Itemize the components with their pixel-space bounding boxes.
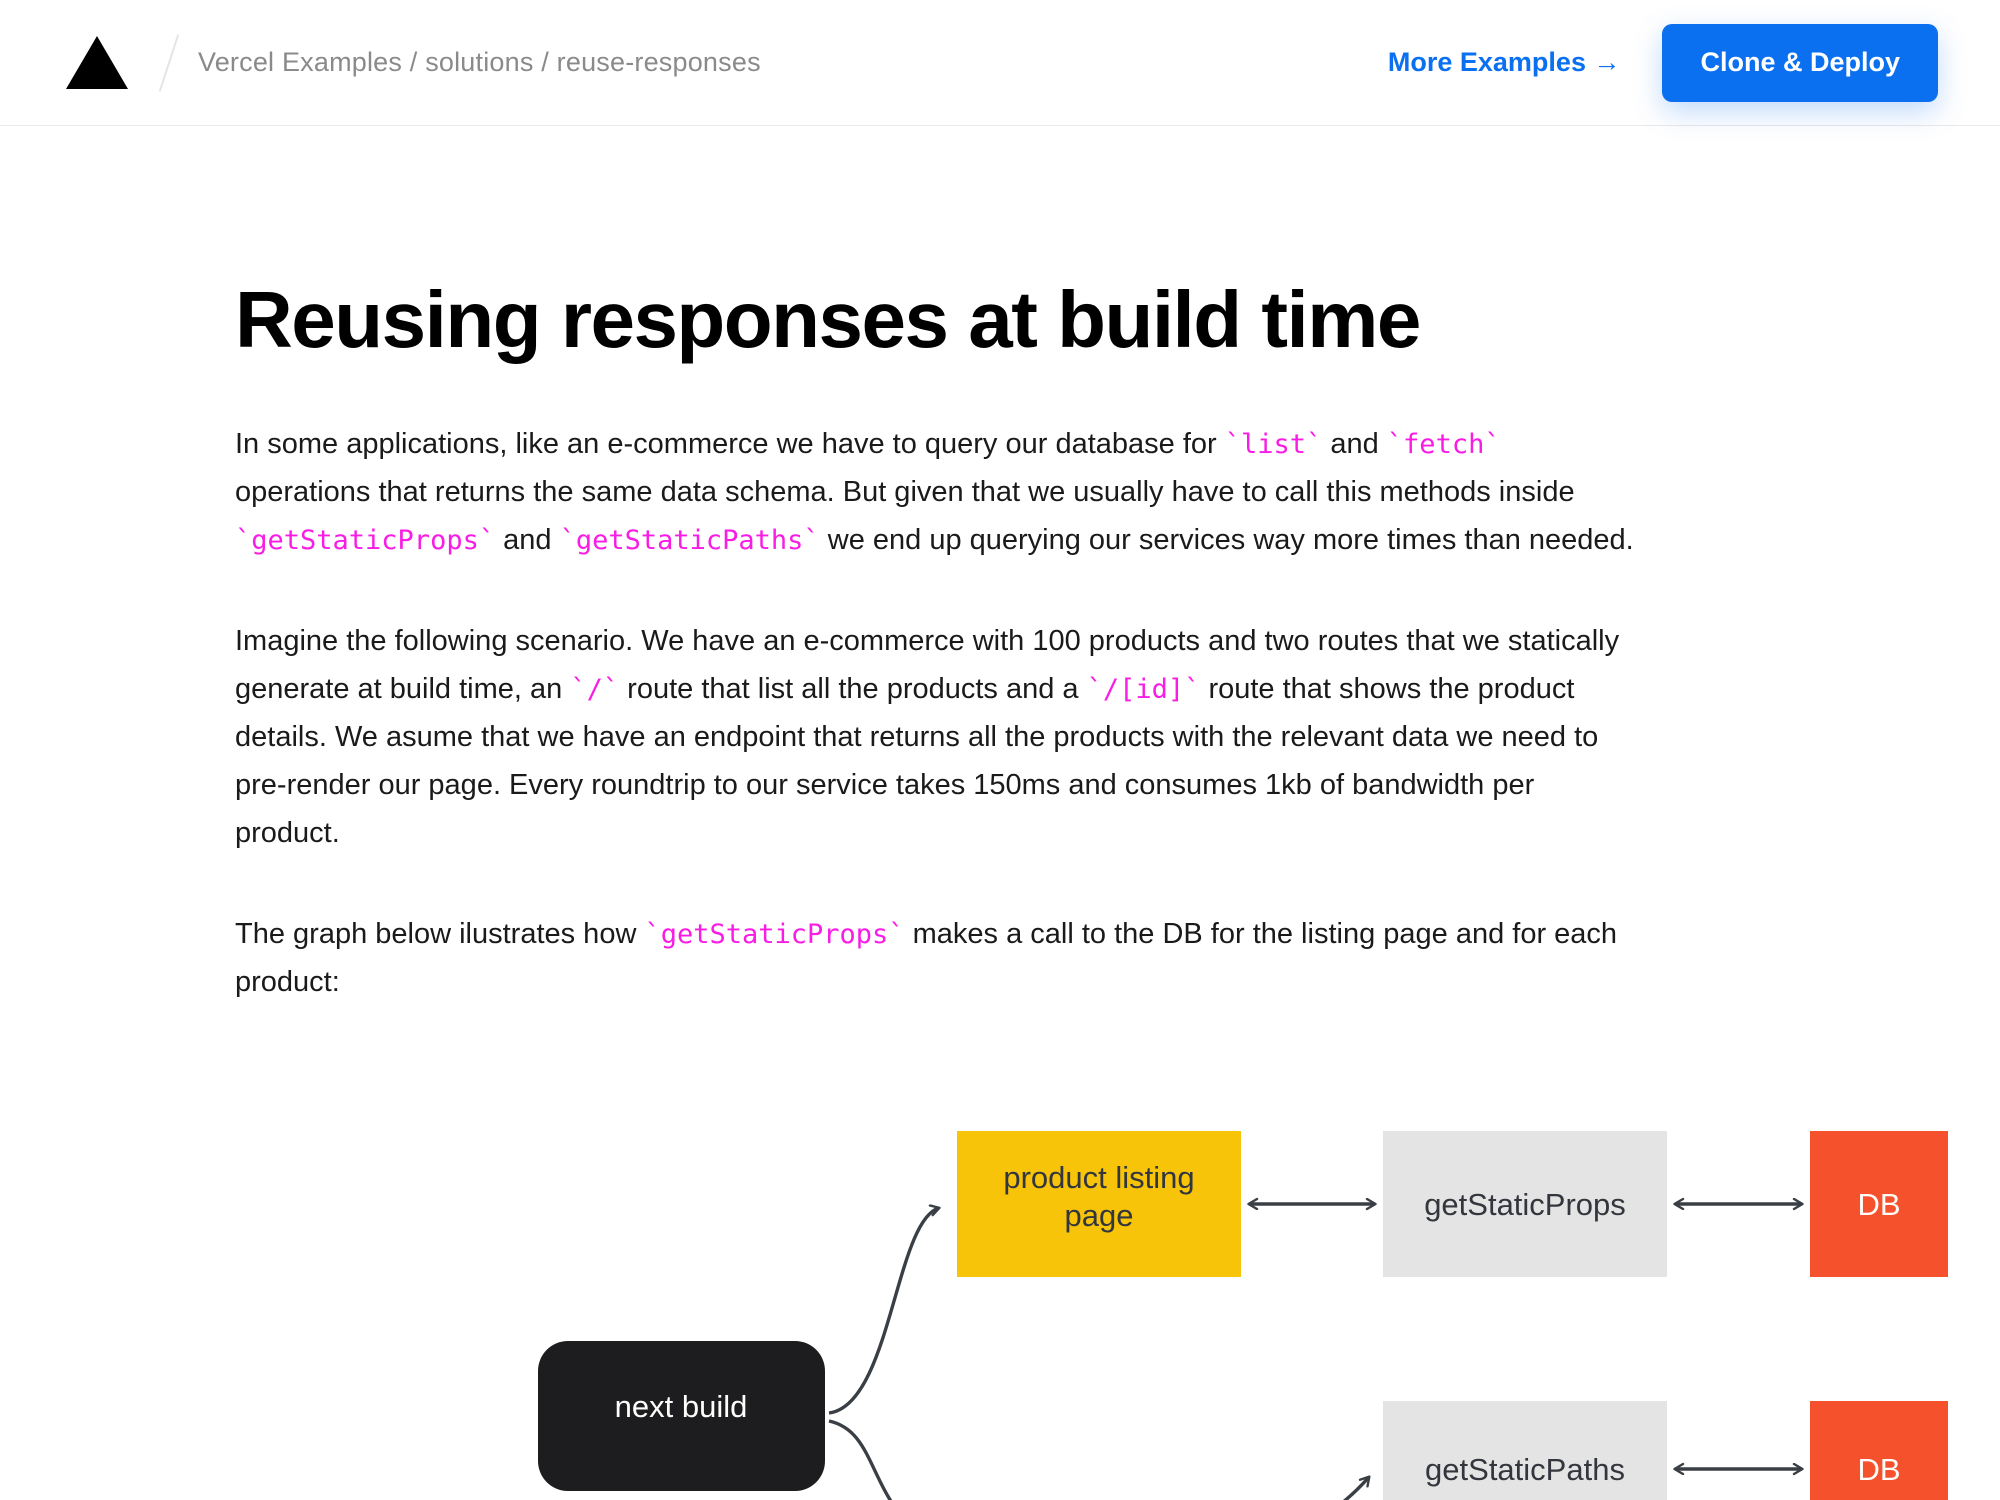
text-run: product. [235, 817, 340, 849]
node-product-listing-page: product listing page [957, 1131, 1241, 1277]
node-props-label: getStaticProps [1424, 1187, 1626, 1222]
text-run: pre-render our page. Every roundtrip to … [235, 769, 1535, 801]
text-run: and [495, 524, 560, 556]
text-run: product: [235, 966, 340, 998]
node-listing-label-line2: page [1065, 1198, 1134, 1233]
article-main: Reusing responses at build time In some … [0, 272, 2000, 1500]
paragraph: The graph below ilustrates how `getStati… [235, 910, 2000, 1006]
node-next-build: next build [538, 1341, 825, 1491]
build-flow-diagram: next build product listing page getStati… [235, 1051, 2000, 1500]
paragraph: Imagine the following scenario. We have … [235, 617, 2000, 857]
diagram-svg: next build product listing page getStati… [538, 1131, 1948, 1500]
edge-nextbuild-to-paths [828, 1419, 1369, 1500]
paragraph: In some applications, like an e-commerce… [235, 420, 2000, 564]
paragraph-line: details. We asume that we have an endpoi… [235, 713, 2000, 761]
text-run: route that list all the products and a [619, 673, 1087, 705]
text-run: route that shows the product [1200, 673, 1575, 705]
inline-code: `/` [570, 674, 620, 705]
page-title: Reusing responses at build time [235, 275, 1421, 364]
node-get-static-props: getStaticProps [1383, 1131, 1667, 1277]
node-listing-label-line1: product listing [1003, 1160, 1194, 1195]
node-db-bottom: DB [1810, 1401, 1948, 1500]
text-run: generate at build time, an [235, 673, 571, 705]
paragraph-line: In some applications, like an e-commerce… [235, 420, 2000, 468]
edge-nextbuild-to-listing [828, 1208, 939, 1415]
node-db-top-label: DB [1857, 1187, 1900, 1222]
site-header: Vercel Examples / solutions / reuse-resp… [0, 0, 2000, 126]
text-run: In some applications, like an e-commerce… [235, 428, 1225, 460]
clone-deploy-button[interactable]: Clone & Deploy [1662, 23, 1938, 102]
node-db-bottom-label: DB [1857, 1452, 1900, 1487]
paragraph-line: Imagine the following scenario. We have … [235, 617, 2000, 665]
text-run: makes a call to the DB for the listing p… [904, 918, 1618, 950]
paragraph-line: The graph below ilustrates how `getStati… [235, 910, 2000, 958]
text-run: operations that returns the same data sc… [235, 476, 1575, 508]
more-examples-link[interactable]: More Examples → [1387, 47, 1621, 77]
text-run: The graph below ilustrates how [235, 918, 645, 950]
vercel-triangle-icon[interactable] [66, 36, 128, 89]
paragraph-line: product. [235, 809, 2000, 857]
paragraph-line: generate at build time, an `/` route tha… [235, 665, 2000, 713]
inline-code: `getStaticProps` [644, 919, 905, 950]
node-db-top: DB [1810, 1131, 1948, 1277]
text-run: and [1322, 428, 1387, 460]
paragraph-line: `getStaticProps` and `getStaticPaths` we… [235, 516, 2000, 564]
node-paths-label: getStaticPaths [1425, 1452, 1625, 1487]
paragraph-line: operations that returns the same data sc… [235, 468, 2000, 516]
slash-divider [158, 33, 180, 92]
inline-code: `getStaticPaths` [559, 525, 820, 556]
text-run: Imagine the following scenario. We have … [235, 625, 1620, 657]
text-run: details. We asume that we have an endpoi… [235, 721, 1599, 753]
paragraph-line: product: [235, 958, 2000, 1006]
article-paragraphs: In some applications, like an e-commerce… [235, 420, 2000, 1006]
breadcrumb: Vercel Examples / solutions / reuse-resp… [198, 47, 761, 77]
node-next-build-label: next build [615, 1389, 748, 1424]
inline-code: `list` [1224, 429, 1323, 460]
inline-code: `getStaticProps` [235, 525, 496, 556]
inline-code: `fetch` [1386, 429, 1501, 460]
paragraph-line: pre-render our page. Every roundtrip to … [235, 761, 2000, 809]
inline-code: `/[id]` [1086, 674, 1201, 705]
text-run: we end up querying our services way more… [819, 524, 1634, 556]
node-get-static-paths: getStaticPaths [1383, 1401, 1667, 1500]
